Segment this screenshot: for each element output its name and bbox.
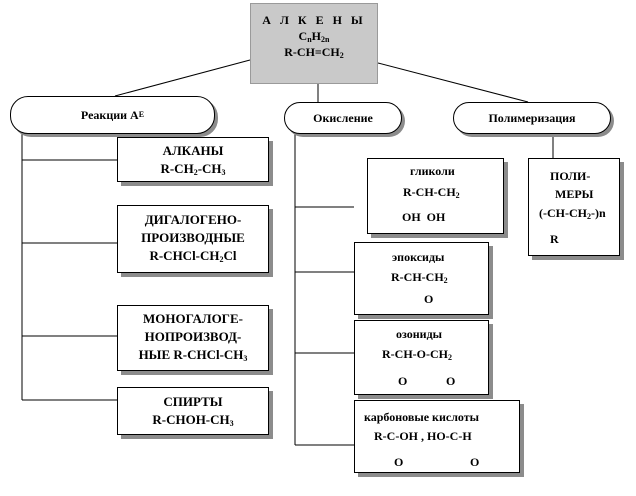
ozonides-formula: R-CH-O-CH2: [382, 347, 452, 362]
product-ozonides: [354, 320, 489, 395]
product-dihalo-derivatives: ДИГАЛОГЕНО- ПРОИЗВОДНЫЕ R-CHCl-CH2Cl: [117, 205, 269, 273]
product-glycols: [367, 158, 504, 234]
alkenes-root-box: А Л К Е Н Ы CnH2n R-CH=CH2: [250, 3, 378, 84]
root-structural-formula: R-CH=CH2: [284, 45, 344, 60]
epoxides-oxygen: O: [424, 292, 434, 306]
ozonides-oxygen-left: O: [398, 374, 408, 388]
glycols-oh-groups: OH OH: [402, 210, 446, 224]
root-title: А Л К Е Н Ы: [262, 13, 366, 27]
epoxides-formula: R-CH-CH2: [391, 270, 448, 285]
product-alkanes: АЛКАНЫ R-CH2-CH3: [117, 137, 269, 182]
polymers-radical: R: [550, 232, 559, 246]
product-monohalo-derivatives: МОНОГАЛОГЕ- НОПРОИЗВОД- НЫЕ R-CHCl-CH3: [117, 305, 269, 371]
epoxides-title: эпоксиды: [392, 250, 445, 264]
product-epoxides: [354, 242, 489, 315]
polymers-formula: (-CH-CH2-)n: [539, 206, 606, 221]
category-polymerization: Полимеризация: [453, 102, 611, 134]
carboxylic-formula: R-C-OH , HO-C-H: [374, 429, 472, 443]
glycols-title: гликоли: [410, 164, 455, 178]
carboxylic-oxygen-left: O: [394, 455, 404, 469]
ozonides-title: озониды: [396, 327, 443, 341]
carboxylic-title: карбоновые кислоты: [364, 410, 480, 424]
product-carboxylic-acids: [354, 400, 520, 473]
polymers-line2: МЕРЫ: [555, 187, 594, 201]
ozonides-oxygen-right: O: [446, 374, 456, 388]
product-alcohols: СПИРТЫ R-CHOH-CH3: [117, 387, 269, 435]
root-general-formula: CnH2n: [298, 29, 330, 44]
glycols-formula: R-CH-CH2: [403, 185, 460, 200]
product-polymers: [528, 158, 620, 256]
category-oxidation: Окисление: [284, 102, 402, 134]
carboxylic-oxygen-right: O: [470, 455, 480, 469]
polymers-line1: ПОЛИ-: [550, 169, 591, 183]
